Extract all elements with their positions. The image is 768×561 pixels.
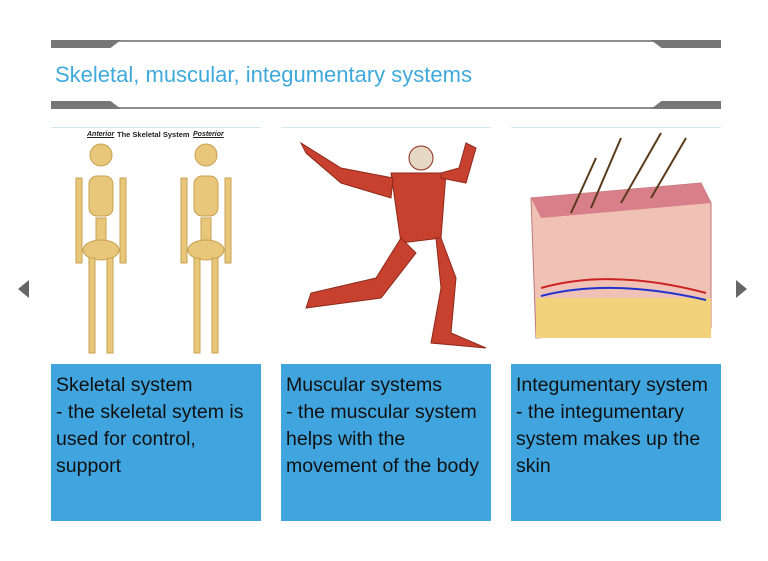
image-title: The Skeletal System [117, 130, 190, 139]
skin-cross-section-illustration [530, 132, 712, 339]
integumentary-system-image [511, 127, 721, 364]
anterior-label: Anterior [87, 131, 115, 138]
panel-muscular: Muscular systems - the muscular system h… [281, 127, 491, 521]
muscular-caption: Muscular systems - the muscular system h… [281, 364, 491, 521]
integumentary-caption: Integumentary system - the integumentary… [511, 364, 721, 521]
skeletal-system-image: The Skeletal System Anterior Posterior [51, 127, 261, 364]
skeletal-caption: Skeletal system - the skeletal sytem is … [51, 364, 261, 521]
title-banner-bottom [51, 101, 721, 109]
muscular-system-image [281, 127, 491, 364]
title-banner-top [51, 40, 721, 48]
panel-integumentary: Integumentary system - the integumentary… [511, 127, 721, 521]
slide-title: Skeletal, muscular, integumentary system… [55, 62, 472, 87]
next-slide-arrow-icon[interactable] [736, 280, 747, 298]
panel-skeletal: The Skeletal System Anterior Posterior S… [51, 127, 261, 521]
posterior-label: Posterior [193, 131, 224, 138]
skeleton-illustration [75, 143, 232, 354]
muscle-figure-illustration [299, 141, 487, 349]
previous-slide-arrow-icon[interactable] [18, 280, 29, 298]
